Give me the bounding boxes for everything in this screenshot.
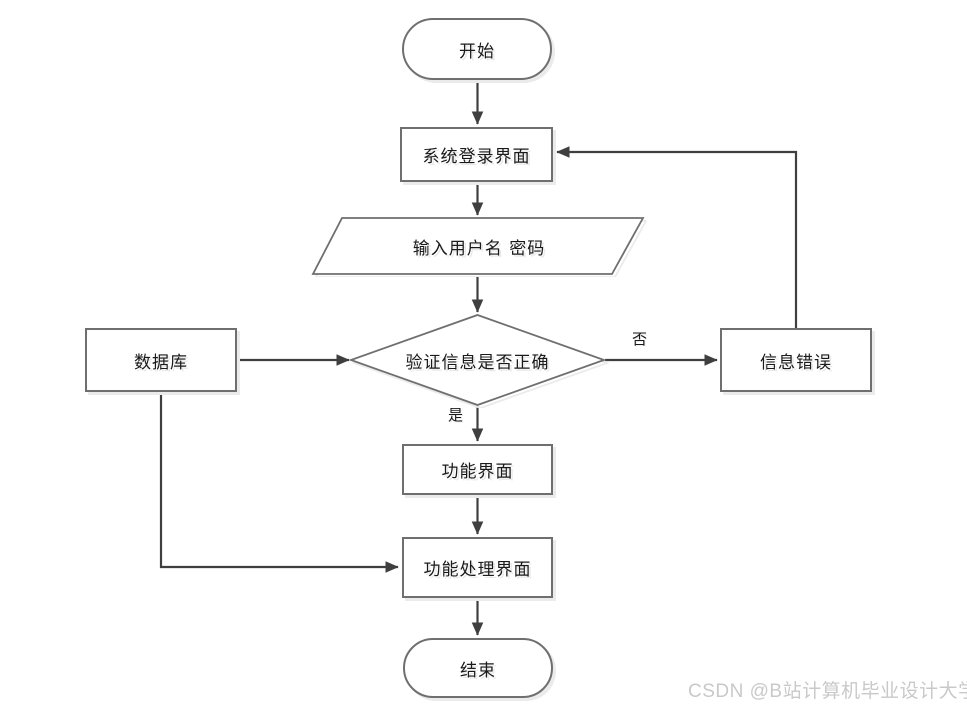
node-decision: 验证信息是否正确 <box>346 312 609 408</box>
node-start-label: 开始 <box>459 41 495 62</box>
csdn-watermark: CSDN @B站计算机毕业设计大学 <box>688 681 967 702</box>
parallelogram-shape <box>311 217 647 277</box>
node-error: 信息错误 <box>720 328 872 392</box>
node-input: 输入用户名 密码 <box>311 216 647 277</box>
diamond-shape <box>348 314 609 408</box>
edge-database-handler <box>159 392 399 573</box>
node-database: 数据库 <box>85 328 237 392</box>
node-login-label: 系统登录界面 <box>422 147 531 167</box>
node-input-label: 输入用户名 密码 <box>412 239 546 259</box>
node-start: 开始 <box>402 18 552 80</box>
edge-label-yes: 是 <box>446 404 466 425</box>
node-error-label: 信息错误 <box>760 352 832 373</box>
node-handler: 功能处理界面 <box>402 537 553 598</box>
node-end: 结束 <box>403 638 553 698</box>
edge-error-login <box>556 146 798 328</box>
node-function: 功能界面 <box>402 444 553 495</box>
node-database-label: 数据库 <box>134 352 188 373</box>
node-login: 系统登录界面 <box>400 127 553 182</box>
node-handler-label: 功能处理界面 <box>423 560 532 580</box>
edge-label-no: 否 <box>630 328 650 349</box>
node-function-label: 功能界面 <box>441 462 514 482</box>
node-end-label: 结束 <box>460 660 496 681</box>
node-decision-label: 验证信息是否正确 <box>405 352 550 373</box>
